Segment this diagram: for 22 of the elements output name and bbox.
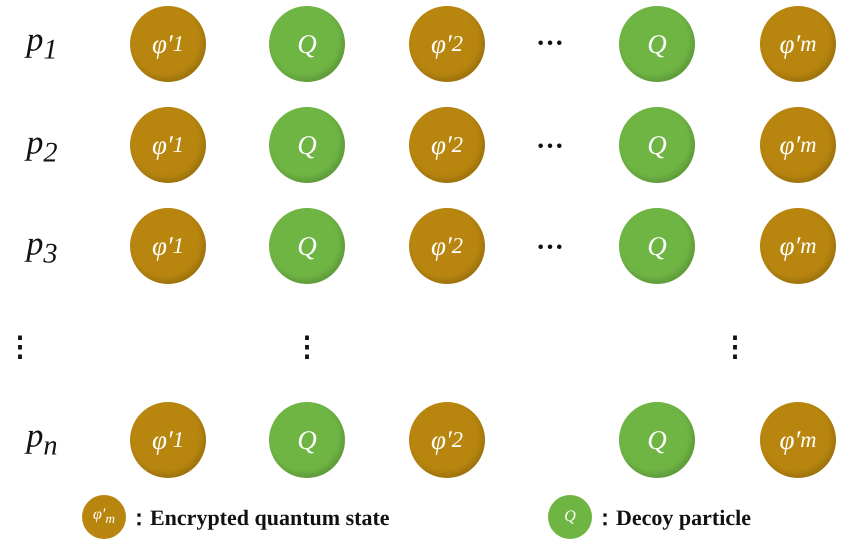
row-label: p$_{1}$ <box>26 22 58 66</box>
legend-symbol: φ′$_{m}$ <box>93 506 115 528</box>
vertical-ellipsis: ⋮ <box>293 331 321 364</box>
ellipsis: ··· <box>536 131 564 163</box>
vertical-ellipsis: ⋮ <box>6 331 34 364</box>
legend-symbol: Q <box>564 508 576 526</box>
row-label: p$_{3}$ <box>26 226 58 270</box>
state-circle: Q <box>269 6 345 82</box>
legend-text: ：Decoy particle <box>594 504 751 532</box>
state-circle: Q <box>619 107 695 183</box>
state-circle: Q <box>269 208 345 284</box>
legend-text: ：Encrypted quantum state <box>128 504 390 532</box>
vertical-ellipsis: ⋮ <box>721 331 749 364</box>
state-circle: Q <box>619 6 695 82</box>
state-circle: Q <box>269 402 345 478</box>
ellipsis: ··· <box>536 232 564 264</box>
row-label: p$_{n}$ <box>26 418 58 462</box>
state-circle: Q <box>619 402 695 478</box>
ellipsis: ··· <box>536 28 564 60</box>
state-circle: Q <box>269 107 345 183</box>
row-label: p$_{2}$ <box>26 124 58 170</box>
state-circle: Q <box>619 208 695 284</box>
